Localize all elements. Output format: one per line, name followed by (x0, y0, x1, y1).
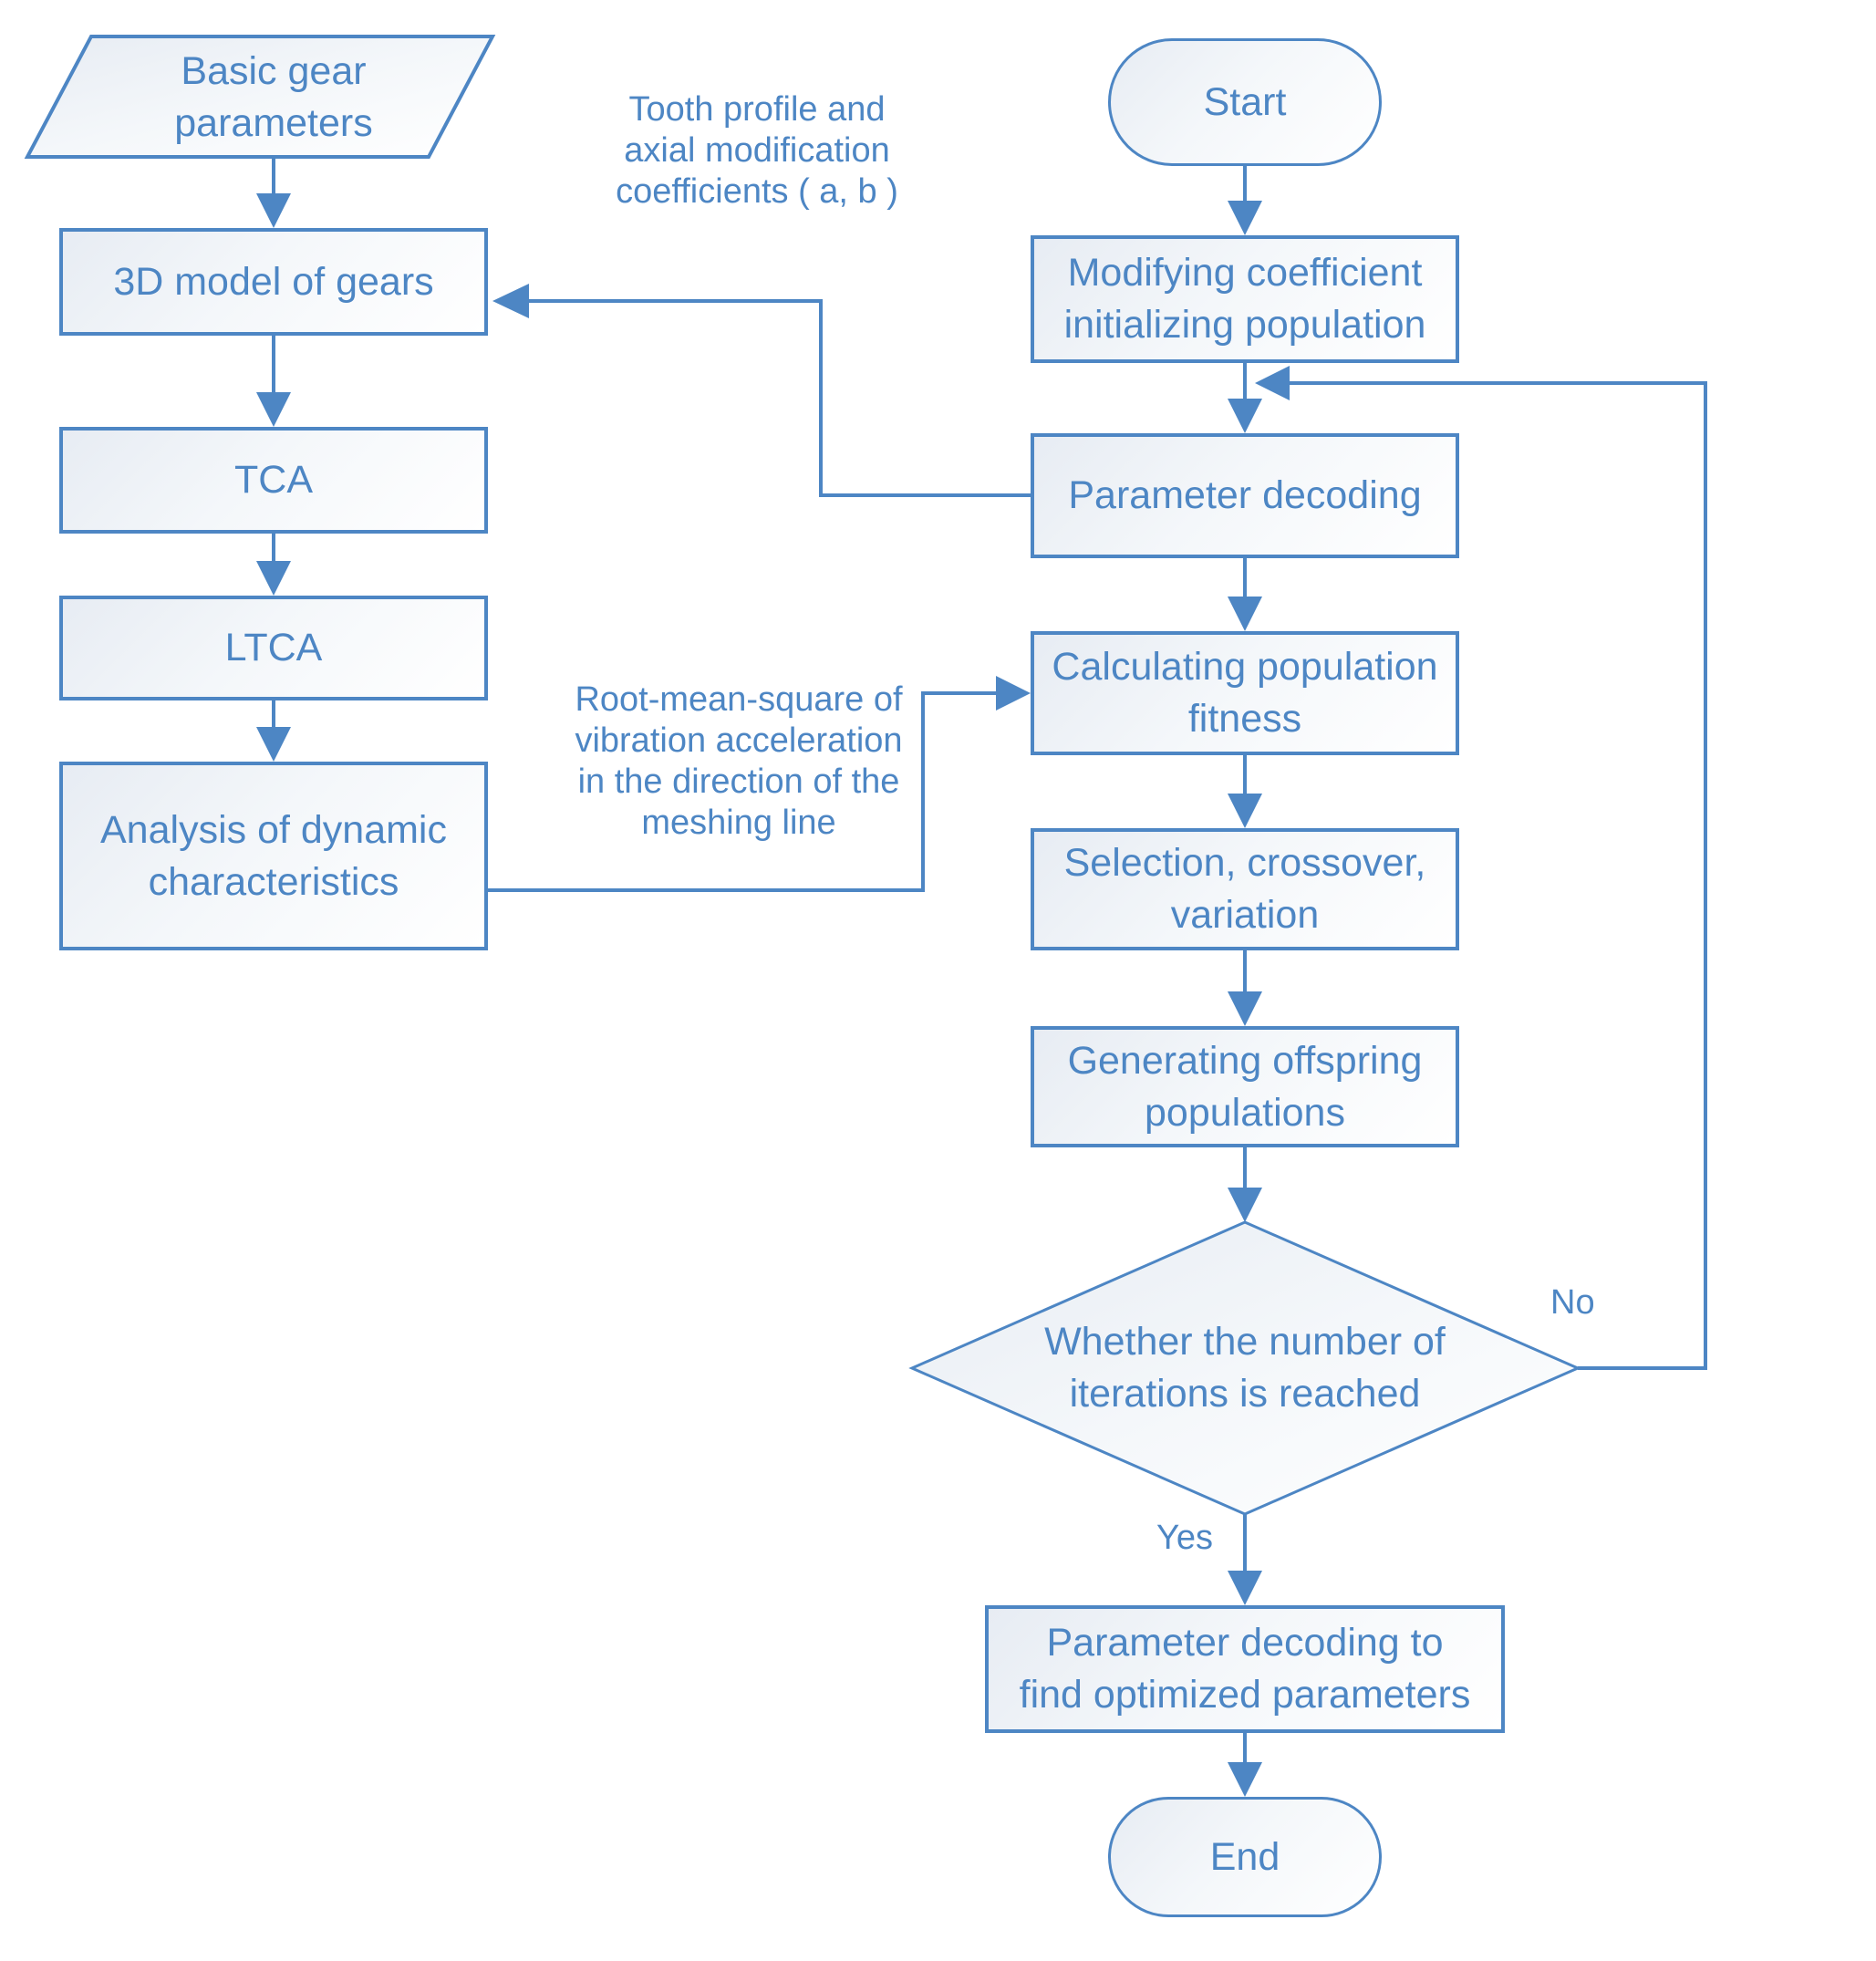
edge-decoding-to-3dmodel (492, 284, 1031, 497)
node-end: End (1108, 1797, 1382, 1917)
edge-start-to-init (1228, 166, 1262, 235)
label-rms-vibration: Root-mean-square of vibration accelerati… (575, 680, 903, 842)
label-no: No (1550, 1283, 1595, 1322)
edge-final-to-end (1228, 1733, 1262, 1797)
node-iteration-check: Whether the number of iterations is reac… (1044, 1320, 1446, 1416)
label-yes: Yes (1156, 1519, 1213, 1557)
node-3d-model: 3D model of gears (59, 228, 488, 336)
edge-fitness-to-selection (1228, 755, 1262, 828)
node-tca: TCA (59, 427, 488, 534)
edge-basicgear-to-3dmodel (256, 157, 291, 228)
edge-tca-to-ltca (256, 534, 291, 596)
node-basic-gear-parameters: Basic gear parameters (174, 49, 373, 145)
edge-offspring-to-decision (1228, 1147, 1262, 1222)
edge-ltca-to-analysis (256, 700, 291, 762)
node-init-population: Modifying coefficient initializing popul… (1031, 235, 1459, 363)
edge-init-to-decoding (1228, 363, 1262, 433)
edge-3dmodel-to-tca (256, 336, 291, 427)
node-dynamic-analysis: Analysis of dynamic characteristics (59, 762, 488, 950)
edge-decision-yes-to-final (1228, 1514, 1262, 1605)
label-tooth-profile-coefficients: Tooth profile and axial modification coe… (616, 90, 898, 211)
node-ltca: LTCA (59, 596, 488, 700)
edge-analysis-to-fitness (488, 676, 1031, 892)
node-offspring-populations: Generating offspring populations (1031, 1026, 1459, 1147)
node-start: Start (1108, 38, 1382, 166)
basic-gear-parallelogram (24, 35, 496, 159)
node-final-decoding: Parameter decoding to find optimized par… (985, 1605, 1505, 1733)
edge-selection-to-offspring (1228, 950, 1262, 1026)
edge-decoding-to-fitness (1228, 558, 1262, 631)
node-population-fitness: Calculating population fitness (1031, 631, 1459, 755)
node-selection-crossover: Selection, crossover, variation (1031, 828, 1459, 950)
node-parameter-decoding: Parameter decoding (1031, 433, 1459, 558)
edge-decision-no-loop (1255, 366, 1707, 1370)
